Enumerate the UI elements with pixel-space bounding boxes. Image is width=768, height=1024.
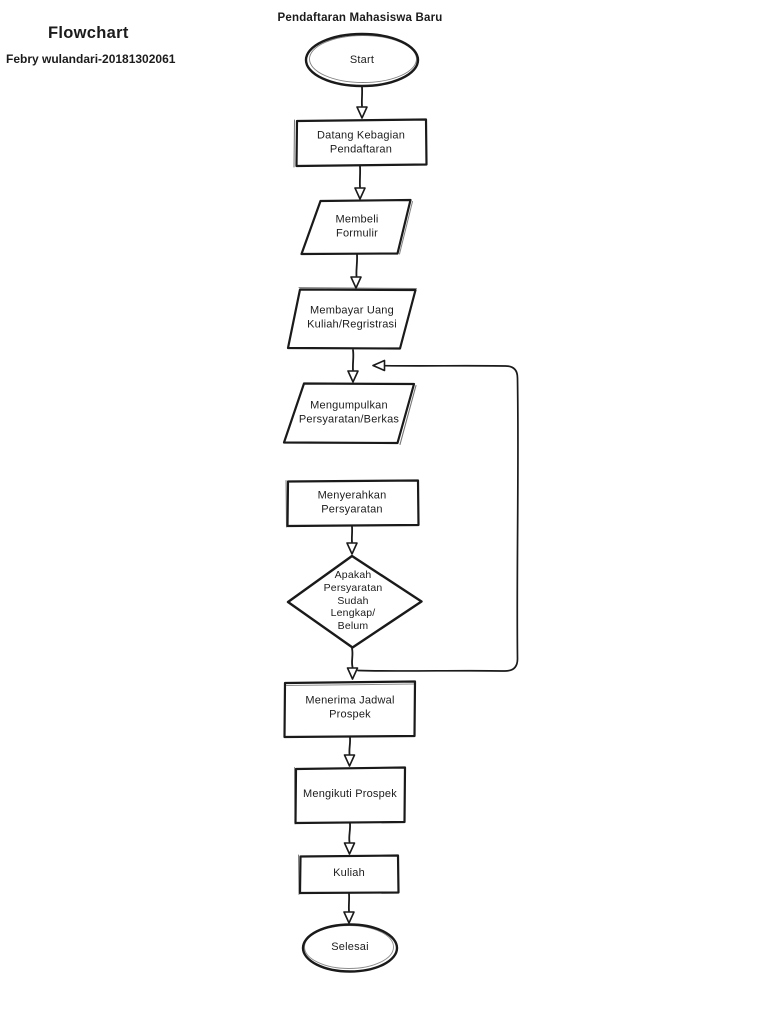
diagram-title: Pendaftaran Mahasiswa Baru [277, 12, 443, 24]
page-heading: Flowchart [48, 24, 129, 42]
node-label-mengikuti: Mengikuti Prospek [303, 788, 397, 801]
node-label-mengumpulkan: Mengumpulkan Persyaratan/Berkas [298, 399, 400, 425]
end-terminator-shape [301, 923, 399, 973]
process-menerima-shape [283, 680, 417, 739]
node-label-selesai: Selesai [331, 941, 369, 954]
io-membayar-shape [286, 287, 417, 350]
process-datang-shape [293, 118, 428, 168]
node-label-start: Start [349, 54, 375, 67]
author-line: Febry wulandari-20181302061 [6, 52, 176, 66]
io-membeli-shape [300, 198, 413, 256]
start-terminator-shape [304, 32, 420, 88]
loop-back-arrow [357, 359, 519, 672]
io-mengumpulkan-shape [282, 382, 417, 446]
process-menyerahkan-shape [285, 479, 420, 528]
decision-diamond-shape [286, 554, 423, 649]
node-label-menerima: Menerima Jadwal Prospek [305, 694, 395, 720]
node-label-menyerahkan: Menyerahkan Persyaratan [317, 489, 387, 515]
node-label-datang: Datang Kebagian Pendaftaran [316, 129, 406, 155]
process-mengikuti-shape [294, 766, 407, 825]
process-kuliah-shape [298, 854, 400, 895]
node-label-membeli: Membeli Formulir [335, 213, 379, 239]
flow-arrows [343, 86, 368, 924]
node-label-membayar: Membayar Uang Kuliah/Regristrasi [307, 304, 397, 330]
node-label-decision: Apakah Persyaratan Sudah Lengkap/ Belum [323, 569, 383, 633]
node-label-kuliah: Kuliah [333, 867, 365, 880]
